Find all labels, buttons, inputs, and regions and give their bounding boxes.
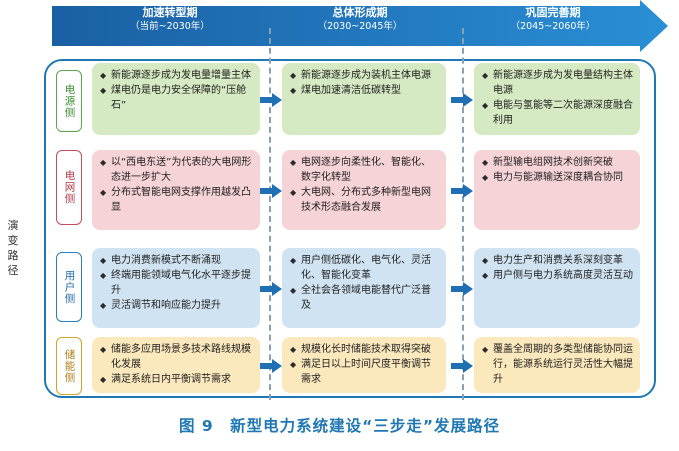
phase-1: 加速转型期 （当前~2030年） xyxy=(95,6,245,34)
phase-3: 巩固完善期 （2045~2060年） xyxy=(478,6,628,34)
phase-3-span: （2045~2060年） xyxy=(510,21,596,32)
timeline-banner-arrow xyxy=(52,0,668,52)
arrow-right-icon xyxy=(451,282,473,296)
arrow-right-icon xyxy=(451,93,473,107)
arrow-right-icon xyxy=(260,93,282,107)
phase-1-title: 加速转型期 xyxy=(142,6,198,19)
grid-phase-2: 电网逐步向柔性化、智能化、数字化转型大电网、分布式多种新型电网技术形态融合发展 xyxy=(282,150,446,230)
phase-2: 总体形成期 （2030~2045年） xyxy=(285,6,435,34)
source-phase-1: 新能源逐步成为发电量增量主体煤电仍是电力安全保障的“压舱石” xyxy=(92,63,260,135)
phase-1-span: （当前~2030年） xyxy=(130,21,210,32)
row-label-user: 用户侧 xyxy=(56,252,82,322)
user-phase-1: 电力消费新模式不断涌现终端用能领域电气化水平逐步提升灵活调节和响应能力提升 xyxy=(92,248,260,328)
figure-caption: 图 9 新型电力系统建设“三步走”发展路径 xyxy=(178,417,501,435)
row-label-grid: 电网侧 xyxy=(56,150,82,225)
user-phase-2: 用户侧低碳化、电气化、灵活化、智能化变革全社会各领域电能替代广泛普及 xyxy=(282,248,446,328)
storage-phase-1: 储能多应用场景多技术路线规模化发展满足系统日内平衡调节需求 xyxy=(92,337,260,393)
phase-divider-2 xyxy=(462,28,464,400)
source-phase-2: 新能源逐步成为装机主体电源煤电加速清洁低碳转型 xyxy=(282,63,446,135)
arrow-right-icon xyxy=(451,184,473,198)
arrow-right-icon xyxy=(451,359,473,373)
storage-phase-2: 规模化长时储能技术取得突破满足日以上时间尺度平衡调节需求 xyxy=(282,337,446,393)
side-label: 演变路径 xyxy=(7,219,19,277)
phase-2-title: 总体形成期 xyxy=(332,6,388,19)
storage-phase-3: 覆盖全周期的多类型储能协同运行，能源系统运行灵活性大幅提升 xyxy=(474,337,640,393)
evolution-frame xyxy=(44,59,656,398)
row-label-source: 电源侧 xyxy=(56,70,82,132)
phase-3-title: 巩固完善期 xyxy=(525,6,581,19)
arrow-right-icon xyxy=(260,359,282,373)
grid-phase-1: 以“西电东送”为代表的大电网形态进一步扩大分布式智能电网支撑作用越发凸显 xyxy=(92,150,260,230)
row-label-storage: 储能侧 xyxy=(56,337,82,395)
arrow-right-icon xyxy=(260,184,282,198)
user-phase-3: 电力生产和消费关系深刻变革用户侧与电力系统高度灵活互动 xyxy=(474,248,640,328)
phase-2-span: （2030~2045年） xyxy=(317,21,403,32)
grid-phase-3: 新型输电组网技术创新突破电力与能源输送深度耦合协同 xyxy=(474,150,640,230)
arrow-right-icon xyxy=(260,282,282,296)
source-phase-3: 新能源逐步成为发电量结构主体电源电能与氢能等二次能源深度融合利用 xyxy=(474,63,640,135)
phase-divider-1 xyxy=(269,28,271,400)
